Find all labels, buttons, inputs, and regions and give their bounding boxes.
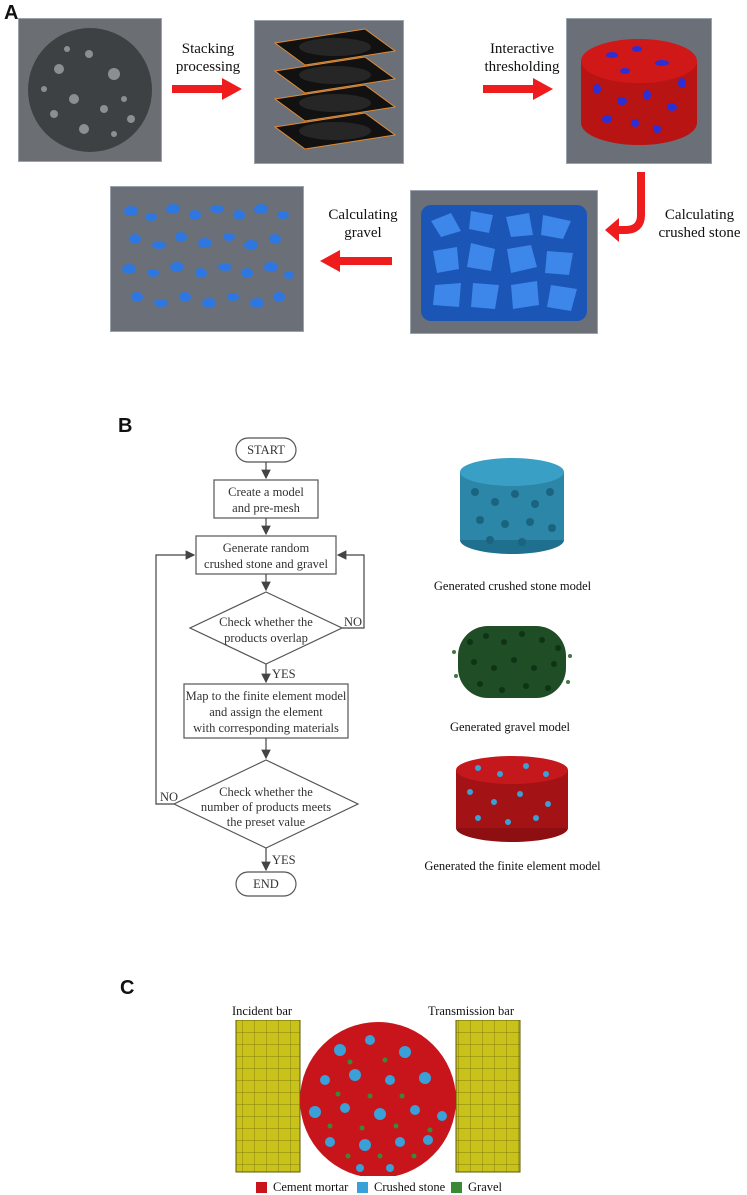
crushed-model-caption: Generated crushed stone model	[433, 579, 592, 593]
fem-model-caption: Generated the finite element model	[424, 859, 601, 873]
panel-letter-b: B	[118, 415, 133, 437]
gravel-image	[110, 186, 304, 332]
count-label-2: number of products meets	[201, 800, 331, 814]
legend-swatch	[451, 1182, 462, 1193]
step-stacking-label: Stacking processing	[175, 41, 241, 75]
legend-swatch	[256, 1182, 267, 1193]
arrow-left	[320, 250, 392, 272]
ct-slice-graphic	[28, 28, 152, 152]
yes-label-1: YES	[272, 667, 296, 681]
incident-bar	[235, 1020, 301, 1173]
start-label: START	[247, 443, 285, 457]
end-label: END	[253, 877, 279, 891]
crushed-stone-model-graphic	[460, 458, 564, 554]
generate-label-2: crushed stone and gravel	[204, 557, 328, 571]
thresholded-cylinder-graphic	[581, 39, 697, 145]
gravel-graphic	[122, 204, 294, 308]
stacked-slices-image	[254, 20, 404, 164]
transmission-bar	[455, 1020, 521, 1173]
arrow-right-1	[172, 78, 242, 100]
crushed-stone-image	[410, 190, 598, 334]
gravel-model-graphic	[452, 626, 572, 698]
overlap-label-2: products overlap	[224, 631, 308, 645]
incident-bar-label: Incident bar	[232, 1004, 293, 1018]
count-label-3: the preset value	[227, 815, 306, 829]
panel-letter-a: A	[4, 2, 19, 24]
generate-stone-box	[195, 535, 337, 575]
thresholded-cylinder-image	[566, 18, 712, 164]
specimen-disc	[300, 1022, 456, 1176]
yes-label-2: YES	[272, 853, 296, 867]
legend-label: Crushed stone	[374, 1180, 446, 1194]
legend-label: Cement mortar	[273, 1180, 349, 1194]
arrow-right-2	[483, 78, 553, 100]
step-gravel-label: Calculating gravel	[328, 207, 398, 241]
step-thresholding-label: Interactive thresholding	[484, 41, 560, 75]
shpb-model-graphic	[235, 1020, 521, 1176]
legend-swatch	[357, 1182, 368, 1193]
panel-letter-c: C	[120, 977, 135, 999]
legend-cement: Cement mortar	[256, 1180, 348, 1195]
map-label-1: Map to the finite element model	[186, 689, 347, 703]
map-label-2: and assign the element	[209, 705, 323, 719]
map-label-3: with corresponding materials	[193, 721, 339, 735]
gravel-model-caption: Generated gravel model	[449, 720, 571, 734]
step-crushed-label: Calculating crushed stone	[658, 207, 741, 241]
transmission-bar-label: Transmission bar	[428, 1004, 515, 1018]
overlap-label-1: Check whether the	[219, 615, 313, 629]
legend-gravel: Gravel	[451, 1180, 502, 1195]
map-fem-box	[183, 683, 349, 739]
create-model-box	[213, 479, 319, 519]
fem-model-graphic	[456, 756, 568, 842]
generate-label-1: Generate random	[223, 541, 310, 555]
legend-label: Gravel	[468, 1180, 503, 1194]
no-label-1: NO	[344, 615, 362, 629]
crushed-stone-graphic	[421, 205, 587, 321]
ct-slice-image	[18, 18, 162, 162]
stacked-slices-graphic	[273, 28, 397, 150]
legend-crushed: Crushed stone	[357, 1180, 445, 1195]
create-label-1: Create a model	[228, 485, 304, 499]
no-label-2: NO	[160, 790, 178, 804]
curved-arrow-down-left	[605, 172, 645, 242]
end-node	[235, 871, 297, 897]
flowchart: START Create a model and pre-mesh Genera…	[155, 437, 365, 897]
count-label-1: Check whether the	[219, 785, 313, 799]
create-label-2: and pre-mesh	[232, 501, 300, 515]
